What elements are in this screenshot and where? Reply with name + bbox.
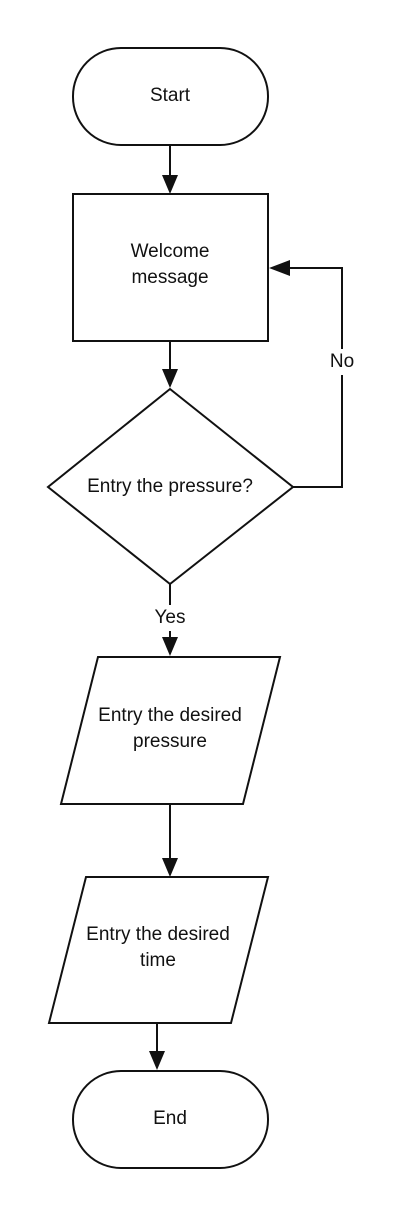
decision-label: Entry the pressure? [87, 476, 253, 497]
no-label: No [330, 351, 354, 372]
time-input-label-line2: time [140, 950, 176, 971]
welcome-label-line2: message [131, 267, 208, 288]
time-input-node[interactable]: Entry the desired time [47, 876, 270, 1024]
time-input-label-line1: Entry the desired [86, 924, 230, 945]
arrow-pressure-to-time [162, 804, 178, 877]
pressure-input-label-line2: pressure [133, 731, 207, 752]
arrow-start-to-welcome [162, 145, 178, 194]
start-node[interactable]: Start [72, 47, 269, 146]
end-label: End [153, 1108, 187, 1129]
arrow-no-loop [269, 260, 343, 488]
pressure-input-node[interactable]: Entry the desired pressure [59, 656, 282, 805]
arrow-time-to-end [149, 1023, 165, 1070]
end-node[interactable]: End [72, 1070, 269, 1169]
arrow-welcome-to-decision [162, 341, 178, 388]
pressure-input-label-line1: Entry the desired [98, 705, 242, 726]
no-label-background [328, 349, 356, 375]
welcome-message-node[interactable]: Welcome message [72, 193, 269, 342]
decision-node[interactable]: Entry the pressure? [46, 387, 295, 586]
start-label: Start [150, 85, 191, 106]
yes-label: Yes [155, 607, 186, 628]
welcome-label-line1: Welcome [131, 241, 210, 262]
yes-label-background [150, 605, 190, 631]
